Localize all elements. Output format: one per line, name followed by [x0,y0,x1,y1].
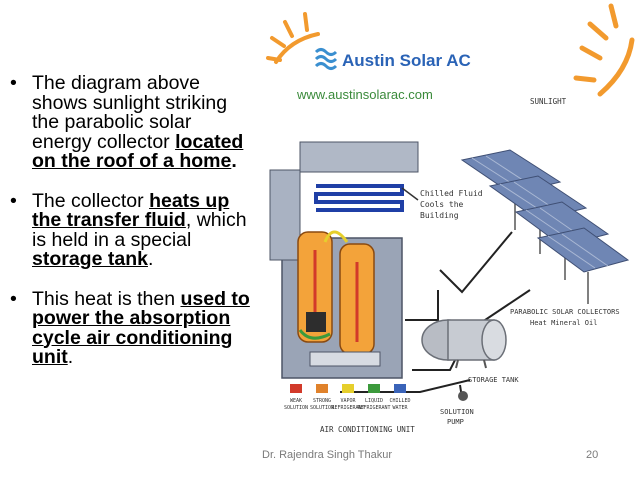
bullet-text: The diagram above shows sunlight strikin… [32,72,228,153]
legend-swatch [368,384,380,393]
austin-solar-logo: Austin Solar AC [314,48,471,70]
footer-author: Dr. Rajendra Singh Thakur [262,449,393,461]
svg-text:Chilled Fluid: Chilled Fluid [420,189,483,198]
brand-name: Austin Solar AC [342,51,471,70]
collector-4 [536,227,630,304]
svg-text:PARABOLIC SOLAR COLLECTORS: PARABOLIC SOLAR COLLECTORS [510,308,620,316]
sun-icon [573,3,635,97]
legend-label: LIQUID [365,398,383,404]
legend-label: REFRIGERANT [357,405,390,411]
bullet-emphasis: used to power the absorption cycle air c… [32,287,250,368]
legend-swatch [290,384,302,393]
legend-label: SOLUTION [284,405,308,411]
bullet-text: The collector [32,189,150,212]
bullet-dot-icon: • [10,72,17,94]
legend-swatch [316,384,328,393]
collector-caption: PARABOLIC SOLAR COLLECTORS Heat Mineral … [510,308,620,327]
pump-label-1: SOLUTION [440,408,474,416]
bullet-text: This heat is then [32,287,181,310]
svg-text:Cools the: Cools the [420,200,464,209]
air-conditioning-unit [269,141,419,379]
legend-label: CHILLED [389,398,410,404]
parabolic-collectors [460,149,630,304]
absorption-solar-ac-diagram: Austin Solar AC www.austinsolarac.com SU… [266,3,635,434]
ac-unit-label: AIR CONDITIONING UNIT [320,425,415,434]
color-legend: WEAKSOLUTIONSTRONGSOLUTIONVAPORREFRIGERA… [284,384,411,411]
solution-pump-icon [458,391,468,401]
svg-text:Heat Mineral Oil: Heat Mineral Oil [530,319,597,327]
bullet-text: . [147,248,154,270]
page-number: 20 [586,449,599,461]
legend-label: REFRIGERANT [331,405,364,411]
bullet-emphasis: . [231,150,237,172]
legend-label: WEAK [290,398,302,404]
bullet-emphasis: storage tank [32,248,148,270]
bullet-list: • The diagram above shows sunlight striki… [6,72,256,388]
sun-rays-left-icon [266,12,320,64]
svg-text:Building: Building [420,211,459,220]
legend-label: WATER [392,405,408,411]
pipes [340,231,531,399]
bullet-text: . [67,346,74,368]
bullet-text: , which is held in a special [32,209,247,251]
storage-tank-label: STORAGE TANK [468,376,519,384]
bullet-item: • The diagram above shows sunlight striki… [6,72,256,172]
legend-label: VAPOR [340,398,356,404]
bullet-item: • This heat is then used to power the abs… [6,287,256,368]
chilled-fluid-label: Chilled Fluid Cools the Building [420,189,483,220]
bullet-emphasis: located on the roof of a home [32,130,244,172]
storage-tank [421,319,507,369]
bullet-emphasis: heats up the transfer fluid [32,189,230,231]
bullet-dot-icon: • [10,189,17,212]
legend-swatch [394,384,406,393]
sunlight-label: SUNLIGHT [530,97,567,106]
brand-url: www.austinsolarac.com [296,87,433,102]
legend-label: SOLUTION [310,405,334,411]
pump-label-2: PUMP [447,418,464,426]
bullet-dot-icon: • [10,287,17,310]
legend-label: STRONG [313,398,331,404]
legend-swatch [342,384,354,393]
bullet-item: • The collector heats up the transfer flu… [6,189,256,270]
